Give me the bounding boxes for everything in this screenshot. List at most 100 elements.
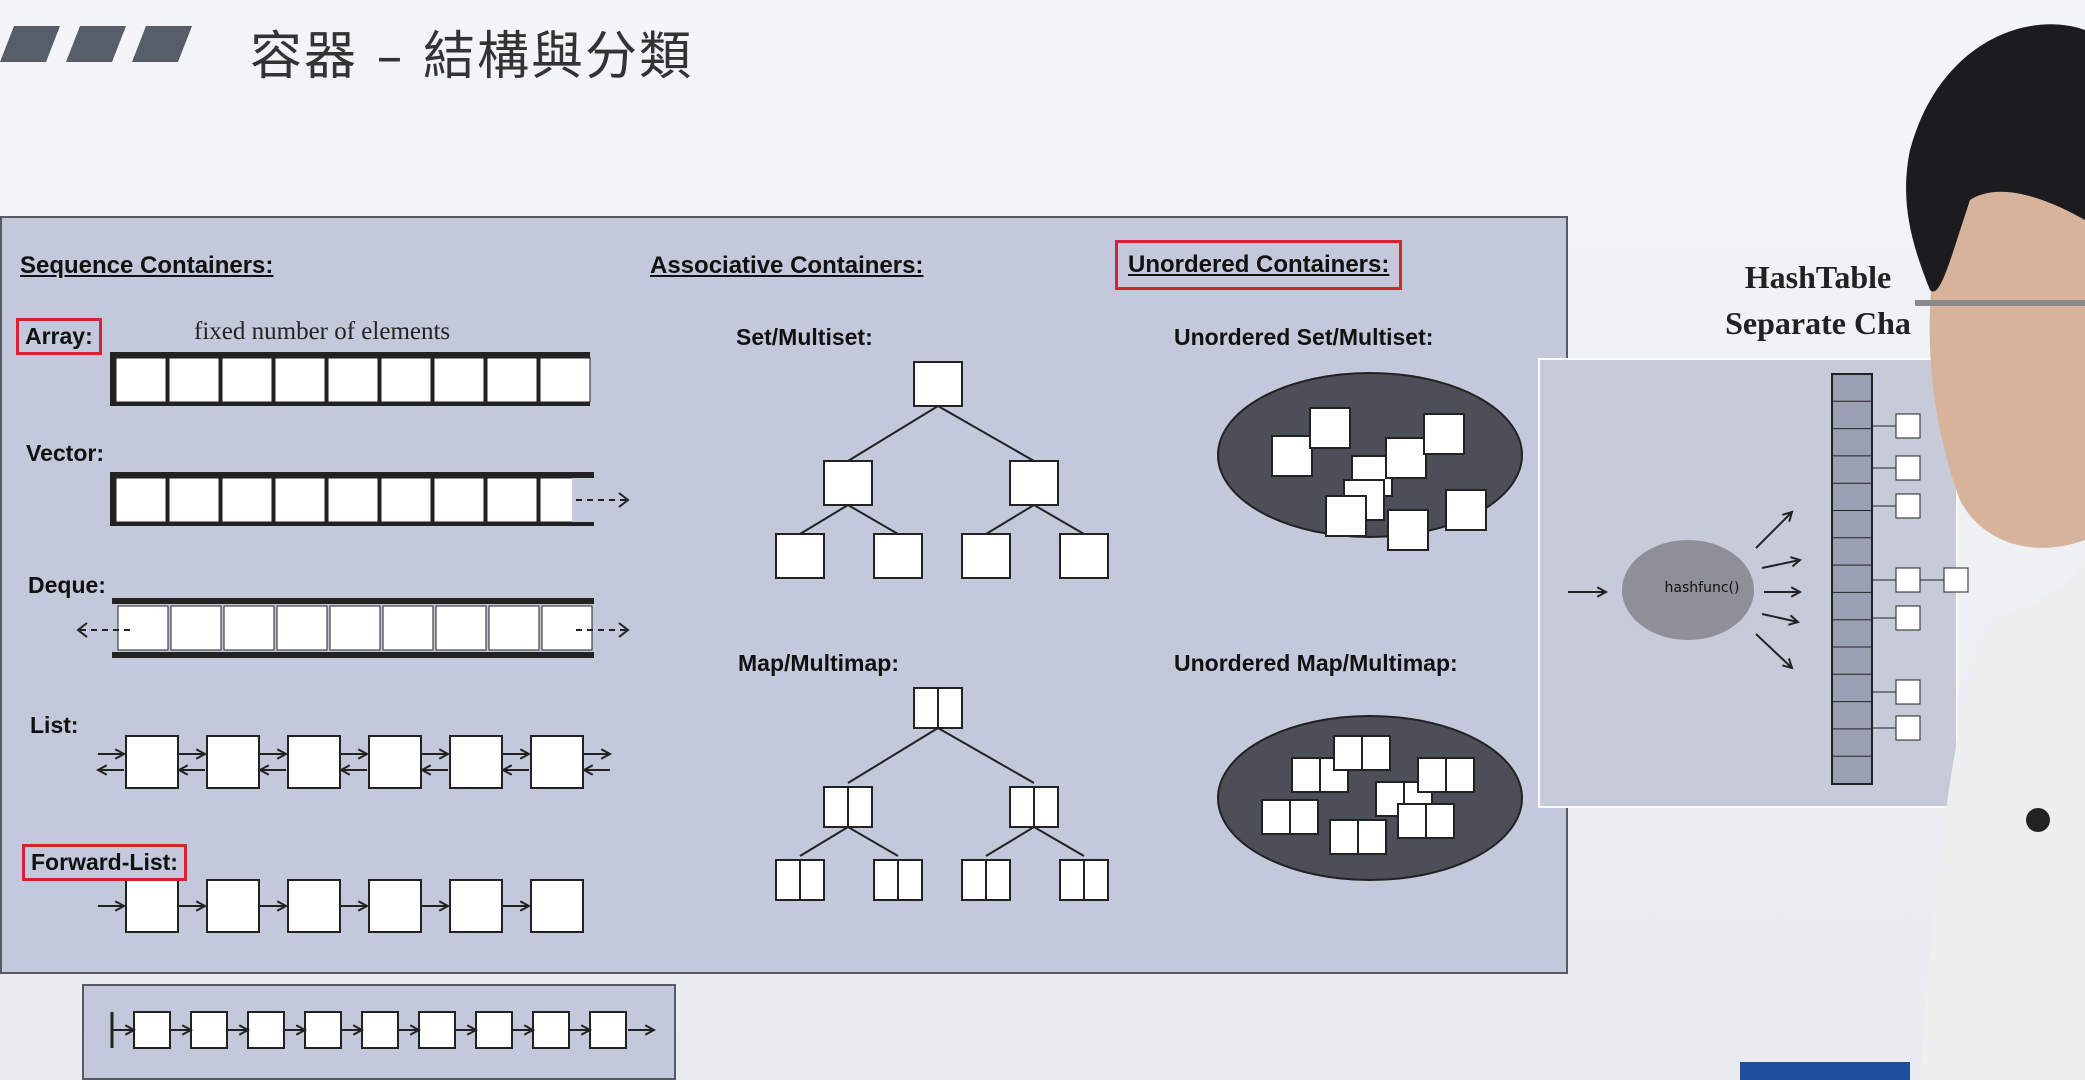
bottom-list-node — [361, 1011, 399, 1049]
set-tree-node — [823, 460, 873, 506]
forward-list-node — [368, 879, 422, 933]
set-tree-edge — [937, 405, 1035, 462]
deque-bottom-bar — [112, 652, 594, 658]
title-stripes-decoration — [0, 26, 192, 62]
hashfunc-output-arrow-head — [1788, 614, 1801, 626]
hashfunc-output-arrow-head — [1782, 658, 1794, 670]
forward-list-node — [206, 879, 260, 933]
unordered-set-element — [1385, 437, 1427, 479]
deque-front-arrow-head — [76, 622, 88, 638]
unordered-map-value-cell — [1289, 799, 1319, 835]
presenter-figure — [1906, 24, 2085, 1080]
unordered-map-key-cell — [1291, 757, 1321, 793]
chain-node — [1895, 567, 1921, 593]
map-tree-key-cell — [873, 859, 899, 901]
bottom-list-node — [247, 1011, 285, 1049]
forward-list-next-arrow-head — [114, 900, 127, 912]
map-tree-value-cell — [1083, 859, 1109, 901]
deque-cell — [382, 605, 434, 651]
list-next-arrow-head — [114, 748, 127, 760]
set-tree-node — [1009, 460, 1059, 506]
vector-cell — [274, 477, 326, 523]
list-prev-arrow-head — [95, 764, 108, 776]
unordered-set-element — [1309, 407, 1351, 449]
chain-node — [1895, 493, 1921, 519]
list-prev-arrow-head — [176, 764, 189, 776]
map-tree-key-cell — [961, 859, 987, 901]
unordered-set-element — [1271, 435, 1313, 477]
map-tree-edge — [1033, 826, 1085, 857]
map-tree-key-cell — [775, 859, 801, 901]
bottom-list-node — [475, 1011, 513, 1049]
bottom-list-arrow-head — [238, 1024, 251, 1036]
deque-label: Deque: — [28, 572, 106, 598]
bottom-list-arrow-head — [466, 1024, 479, 1036]
deque-cell — [329, 605, 381, 651]
map-tree-edge — [847, 727, 939, 784]
chain-node — [1943, 567, 1969, 593]
hashfunc-ellipse — [1622, 540, 1754, 640]
unordered-map-value-cell — [1361, 735, 1391, 771]
array-cell — [168, 357, 220, 403]
unordered-map-key-cell — [1329, 819, 1359, 855]
set-tree-edge — [847, 405, 939, 462]
deque-top-bar — [112, 598, 594, 604]
set-tree-node — [1059, 533, 1109, 579]
vector-cell — [115, 477, 167, 523]
set-tree-node — [913, 361, 963, 407]
bucket-vector — [1831, 373, 1873, 785]
list-prev-arrow-head — [257, 764, 270, 776]
list-next-arrow-head — [438, 748, 451, 760]
map-tree-edge — [799, 826, 849, 857]
forward-list-node — [287, 879, 341, 933]
forward-list-next-arrow-head — [438, 900, 451, 912]
list-next-arrow-head — [519, 748, 532, 760]
bottom-list-end-arrow-head — [644, 1024, 657, 1036]
map-tree-value-cell — [937, 687, 963, 729]
deque-back-arrow-head — [618, 622, 630, 638]
chain-node — [1895, 679, 1921, 705]
list-label: List: — [30, 712, 79, 738]
set-tree-node — [873, 533, 923, 579]
array-cell — [486, 357, 538, 403]
list-next-arrow-head — [195, 748, 208, 760]
unordered-map-label: Unordered Map/Multimap: — [1174, 650, 1458, 676]
list-prev-arrow-head — [338, 764, 351, 776]
hashfunc-output-arrow — [1755, 633, 1793, 669]
set-tree-edge — [1033, 504, 1085, 535]
deque-cell — [223, 605, 275, 651]
bottom-list-arrow-head — [181, 1024, 194, 1036]
deque-cell — [435, 605, 487, 651]
set-tree-edge — [799, 504, 849, 535]
hashfunc-output-arrow — [1755, 511, 1793, 549]
array-label: Array: — [16, 318, 102, 355]
forward-list-next-arrow-head — [276, 900, 289, 912]
hashtable-title-line2: Separate Cha — [1725, 305, 1911, 341]
associative-containers-header: Associative Containers: — [650, 252, 924, 279]
vector-cell — [433, 477, 485, 523]
bottom-list-arrow-head — [523, 1024, 536, 1036]
bottom-list-node — [589, 1011, 627, 1049]
vector-label: Vector: — [26, 440, 104, 466]
unordered-map-key-cell — [1261, 799, 1291, 835]
forward-list-node — [449, 879, 503, 933]
map-tree-value-cell — [799, 859, 825, 901]
map-tree-value-cell — [847, 786, 873, 828]
unordered-set-label: Unordered Set/Multiset: — [1174, 324, 1434, 350]
forward-list-next-arrow-head — [357, 900, 370, 912]
vector-cell — [380, 477, 432, 523]
map-tree-key-cell — [913, 687, 939, 729]
set-multiset-label: Set/Multiset: — [736, 324, 873, 350]
bottom-list-arrow-head — [295, 1024, 308, 1036]
hashfunc-output-arrow-head — [1790, 556, 1803, 568]
list-next-arrow-head — [357, 748, 370, 760]
forward-list-label: Forward-List: — [22, 844, 187, 881]
unordered-set-element — [1445, 489, 1487, 531]
list-node — [368, 735, 422, 789]
unordered-map-key-cell — [1397, 803, 1427, 839]
deque-cell — [488, 605, 540, 651]
array-cell — [539, 357, 591, 403]
list-node — [530, 735, 584, 789]
sequence-containers-header: Sequence Containers: — [20, 252, 274, 279]
unordered-set-element — [1423, 413, 1465, 455]
